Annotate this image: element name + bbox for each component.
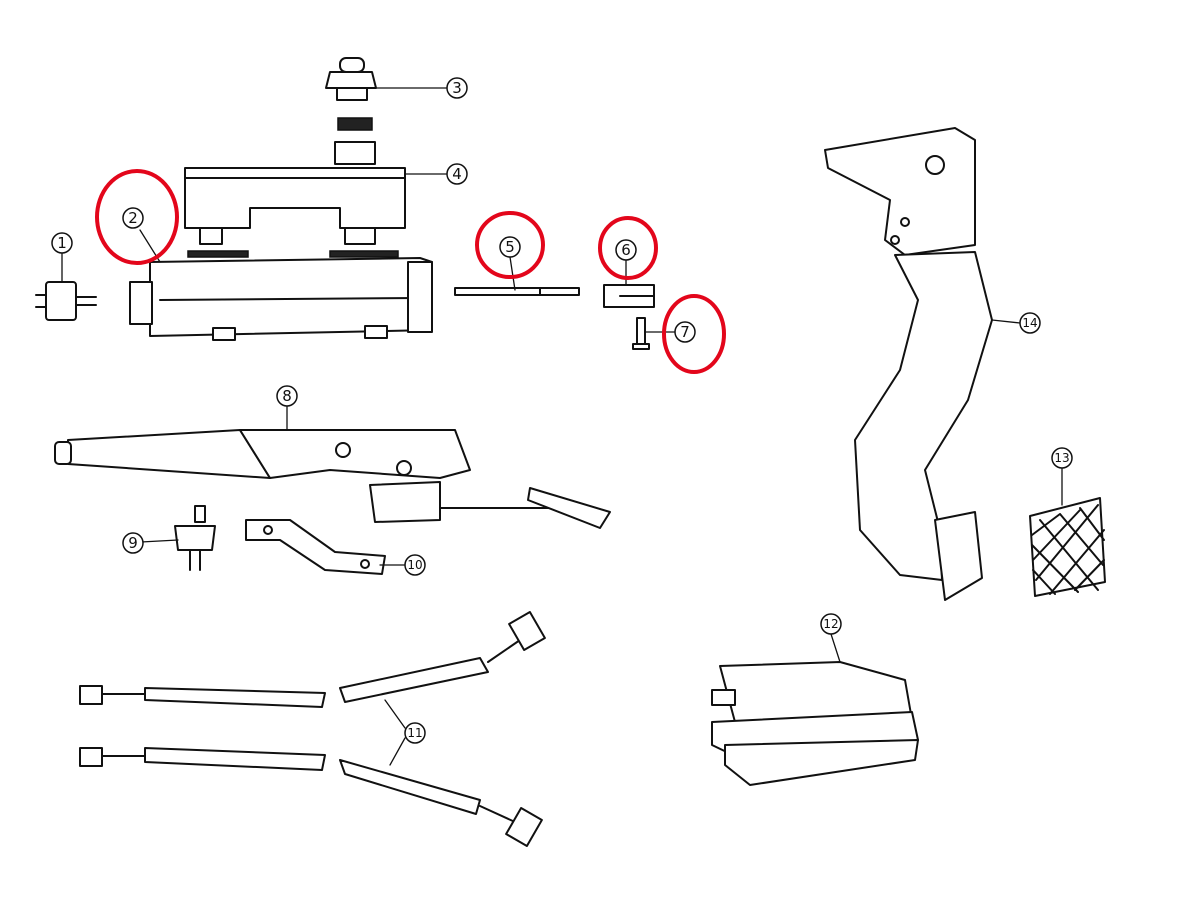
callout-circle (446, 77, 468, 99)
highlight-ellipse-2 (95, 169, 179, 265)
callout-circle (820, 613, 842, 635)
callout-circle (404, 722, 426, 744)
callout-2: 2 (122, 207, 144, 229)
callout-circle (1051, 447, 1073, 469)
leader-lines (61, 87, 1063, 766)
callout-number: 14 (1022, 316, 1037, 330)
callout-7: 7 (674, 321, 696, 343)
callout-number: 9 (128, 534, 138, 552)
callout-circle (276, 385, 298, 407)
callout-circle (51, 232, 73, 254)
callout-3: 3 (446, 77, 468, 99)
callout-number: 11 (407, 726, 422, 740)
callout-13: 13 (1051, 447, 1073, 469)
callout-11: 11 (404, 722, 426, 744)
callout-4: 4 (446, 163, 468, 185)
callout-number: 13 (1054, 451, 1069, 465)
callout-number: 4 (452, 165, 462, 183)
callout-10: 10 (404, 554, 426, 576)
callout-circle (499, 236, 521, 258)
clevis-pin-part (632, 317, 650, 350)
bracket-part (245, 519, 386, 575)
callout-12: 12 (820, 613, 842, 635)
callout-5: 5 (499, 236, 521, 258)
callout-circle (122, 207, 144, 229)
reservoir-part (184, 141, 406, 245)
callout-circle (615, 239, 637, 261)
highlight-ellipse-5 (475, 211, 545, 279)
brake-pedal-part (824, 127, 993, 601)
callout-number: 1 (57, 234, 67, 252)
callout-9: 9 (122, 532, 144, 554)
callout-14: 14 (1019, 312, 1041, 334)
clevis-part (603, 284, 655, 308)
callout-number: 7 (680, 323, 690, 341)
callout-number: 6 (621, 241, 631, 259)
highlight-ellipse-7 (662, 294, 726, 374)
master-cylinder-part (129, 250, 433, 341)
callout-number: 10 (407, 558, 422, 572)
highlight-ellipse-6 (598, 216, 658, 280)
callout-circle (674, 321, 696, 343)
pressure-switch-part (35, 281, 97, 321)
lever-boot-part (711, 661, 919, 786)
callout-number: 8 (282, 387, 292, 405)
pedal-pad-part (1029, 497, 1106, 597)
callout-number: 2 (128, 209, 138, 227)
highlight-group (95, 169, 726, 374)
callout-number: 5 (505, 238, 515, 256)
push-rod-part (454, 287, 580, 296)
callout-circle (1019, 312, 1041, 334)
callout-circle (404, 554, 426, 576)
handbrake-lever-part (54, 429, 611, 529)
handbrake-switch-part (174, 505, 216, 571)
callout-8: 8 (276, 385, 298, 407)
handbrake-cables-part (79, 611, 546, 847)
callout-6: 6 (615, 239, 637, 261)
callout-1: 1 (51, 232, 73, 254)
callout-circle (446, 163, 468, 185)
callout-circle (122, 532, 144, 554)
callout-number: 3 (452, 79, 462, 97)
reservoir-cap-part (325, 57, 377, 131)
callout-number: 12 (823, 617, 838, 631)
